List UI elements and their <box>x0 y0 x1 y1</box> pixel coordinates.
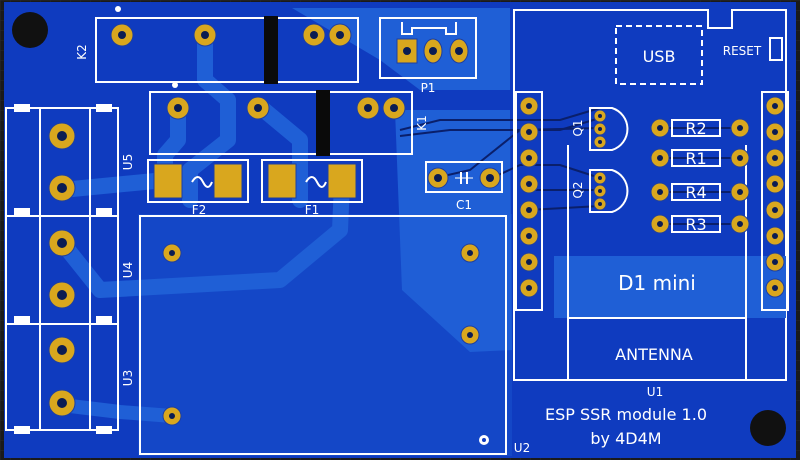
k2-label: K2 <box>75 44 89 60</box>
q1-label: Q1 <box>571 119 585 136</box>
usb-label: USB <box>643 47 676 66</box>
k1-separator <box>316 90 330 156</box>
usb-outline <box>615 25 703 85</box>
header-right <box>761 91 789 311</box>
f2-label: F2 <box>192 203 207 217</box>
f1-label: F1 <box>305 203 320 217</box>
transistor-q2: Q2 <box>571 169 629 213</box>
antenna-outline <box>567 317 747 381</box>
c1-label: C1 <box>456 198 472 212</box>
fuse-f2: F2 <box>147 159 249 217</box>
connector-p1: P1 <box>379 17 477 95</box>
signal-traces <box>399 107 740 225</box>
r2-label: R2 <box>685 119 706 138</box>
resistor-r4: R4 <box>650 182 750 202</box>
u1-label: U1 <box>647 385 663 399</box>
mounting-hole-top-left <box>12 12 48 48</box>
terminal-blocks: U5 U4 U3 <box>5 104 135 434</box>
reset-label: RESET <box>723 44 762 58</box>
q2-label: Q2 <box>571 181 585 198</box>
k1-label: K1 <box>415 115 429 131</box>
resistor-r3: R3 <box>650 214 750 234</box>
resistor-r2: R2 <box>650 118 750 138</box>
fuse-f1: F1 <box>261 159 363 217</box>
u3-label: U3 <box>121 370 135 386</box>
capacitor-c1: C1 <box>425 161 503 212</box>
r4-label: R4 <box>685 183 706 202</box>
resistor-r1: R1 <box>650 148 750 168</box>
mounting-hole-bottom-right <box>750 410 786 446</box>
u4-label: U4 <box>121 262 135 278</box>
module-u2: U2 <box>139 215 530 455</box>
d1mini-fill <box>554 256 786 318</box>
k2-separator <box>264 16 278 84</box>
relay-k1: K1 <box>149 82 429 156</box>
u5-label: U5 <box>121 154 135 170</box>
r1-label: R1 <box>685 149 706 168</box>
antenna-label: ANTENNA <box>615 345 693 364</box>
copper-pour-u2 <box>138 214 512 456</box>
p1-label: P1 <box>421 81 436 95</box>
relay-k2: K2 <box>75 6 359 84</box>
d1mini-label: D1 mini <box>618 271 696 295</box>
header-left <box>515 91 543 311</box>
transistor-q1: Q1 <box>571 107 629 151</box>
module-u1-d1mini: USB RESET D1 mini ANTENNA U1 <box>513 9 787 399</box>
reset-button-outline <box>769 37 783 61</box>
u2-label: U2 <box>514 441 530 455</box>
r3-label: R3 <box>685 215 706 234</box>
board-title: ESP SSR module 1.0 <box>545 405 707 424</box>
board-author: by 4D4M <box>590 429 661 448</box>
